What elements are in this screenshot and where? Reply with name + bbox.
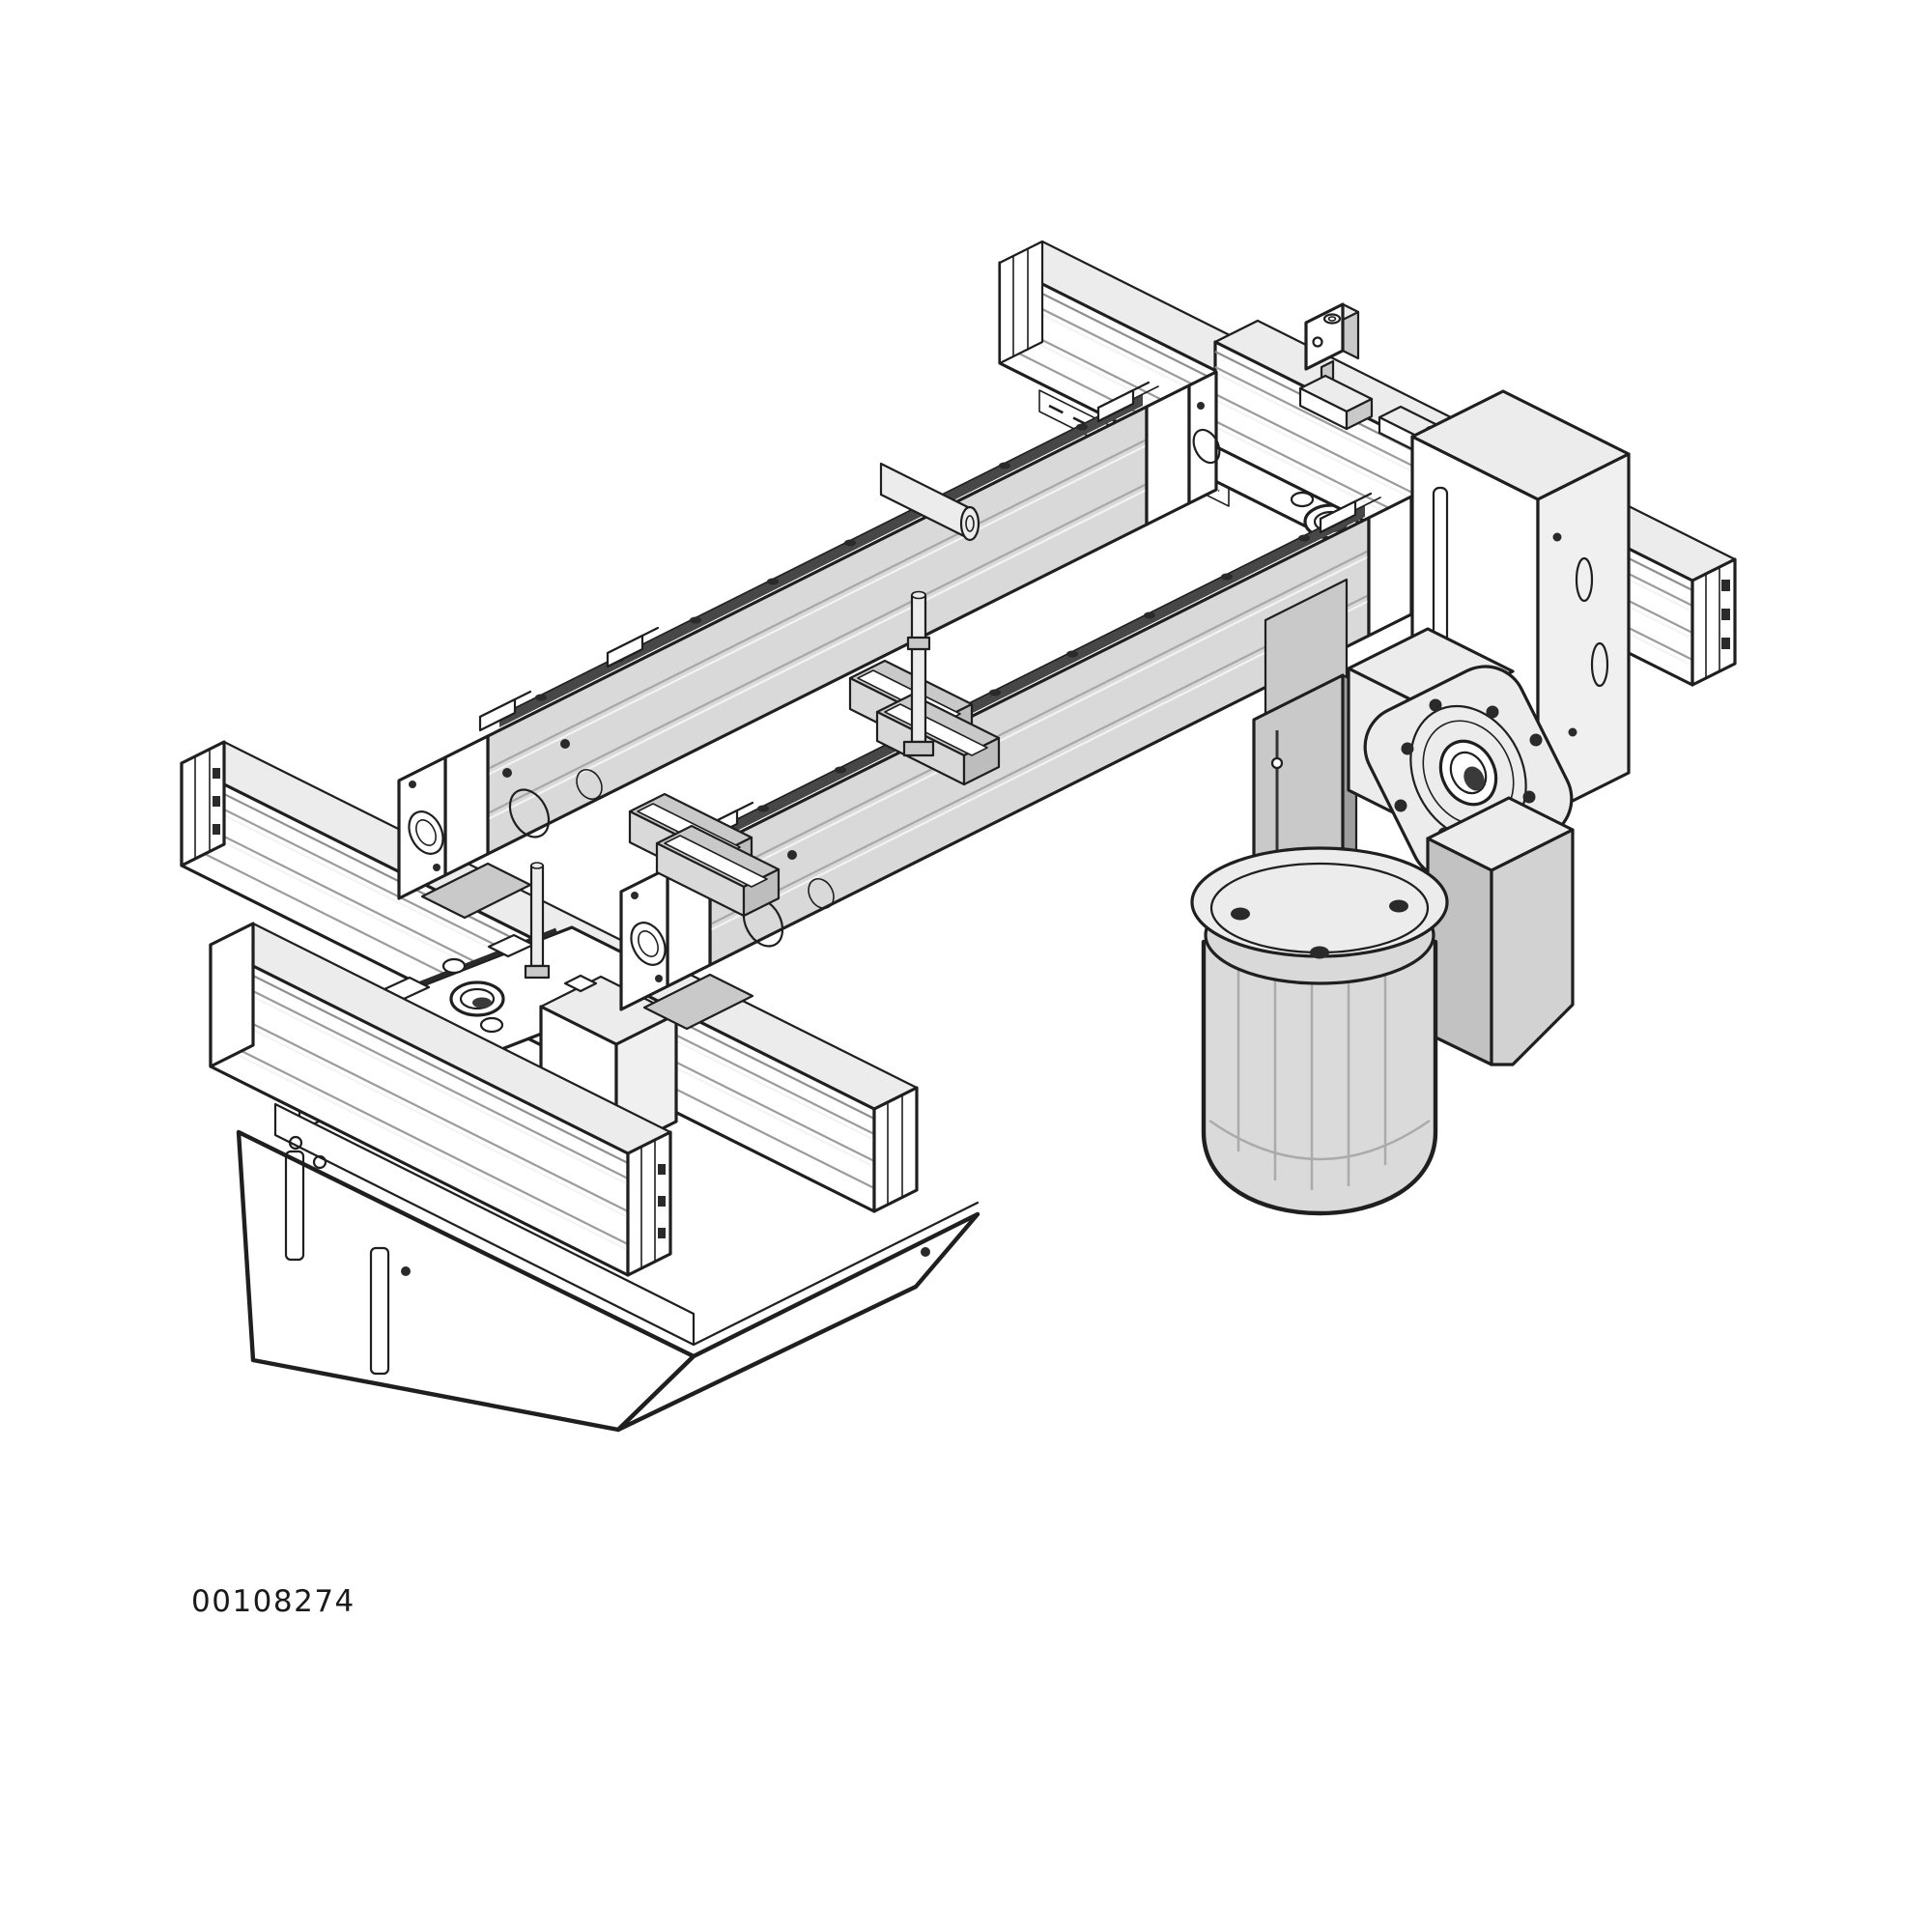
hanging-container (236, 1102, 980, 1433)
terminal-box (1426, 796, 1575, 1066)
motor-body (1201, 939, 1438, 1216)
flange-bolt (1231, 907, 1250, 921)
conveyor-beam-front (619, 492, 1413, 1031)
motor (1190, 846, 1449, 1216)
lift-shaft-2 (524, 862, 551, 980)
proximity-sensor (1298, 302, 1374, 431)
lift-shaft-1 (902, 590, 935, 757)
drive-connecting-shaft (879, 462, 980, 542)
conveyor-beam-rear (397, 370, 1221, 920)
cross-connector-2 (628, 792, 781, 918)
fan-cover-seam (1208, 1119, 1431, 1161)
sensor-led-icon (1322, 313, 1342, 325)
figure-number: 00108274 (191, 1584, 355, 1619)
flange-bolt (1389, 899, 1408, 913)
flange-bolt (1310, 946, 1329, 959)
lower-line-near-profile (209, 922, 672, 1277)
